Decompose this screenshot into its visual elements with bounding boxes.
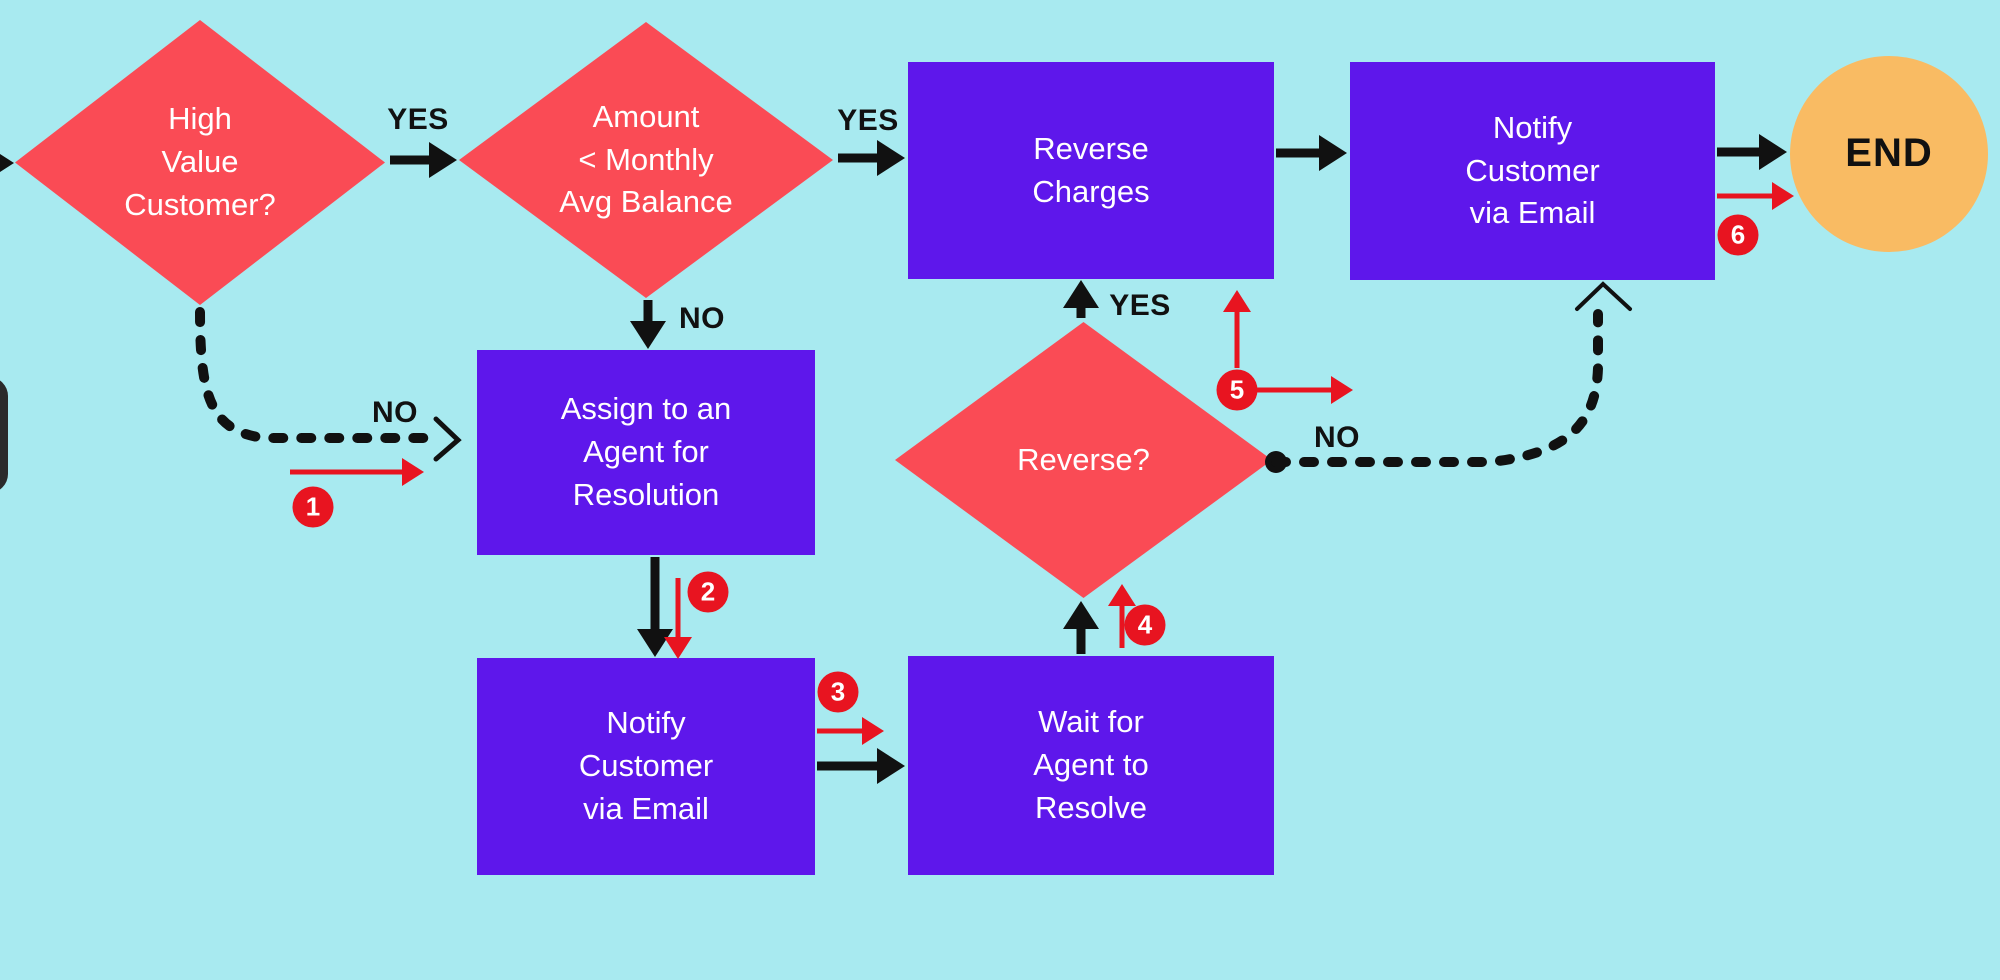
process-assign-agent: Assign to an Agent for Resolution <box>477 350 815 555</box>
decision-amount-monthly-balance: Amount < Monthly Avg Balance <box>459 22 833 298</box>
edge-label-reverse-yes: YES <box>1109 289 1171 322</box>
edge-label-reverse-no: NO <box>1314 421 1360 454</box>
edge-label-d1-yes: YES <box>387 103 449 136</box>
decision-high-value-customer: High Value Customer? <box>15 20 385 305</box>
annotation-marker-3: 3 <box>817 671 859 713</box>
decision-reverse: Reverse? <box>895 322 1272 598</box>
edge-label-d1-no: NO <box>372 396 418 429</box>
terminator-end: END <box>1790 56 1988 252</box>
annotation-marker-6: 6 <box>1717 214 1759 256</box>
edge-label-d2-no: NO <box>679 302 725 335</box>
process-wait-agent: Wait for Agent to Resolve <box>908 656 1274 875</box>
clipped-dark-shape <box>0 377 8 493</box>
annotation-marker-2: 2 <box>687 571 729 613</box>
process-reverse-charges: Reverse Charges <box>908 62 1274 279</box>
dashed-connector-d1-no-arrowhead <box>433 416 462 462</box>
dashed-connector-reverse-no-arrowhead <box>1575 281 1632 311</box>
process-notify-customer-top: Notify Customer via Email <box>1350 62 1715 280</box>
annotation-marker-4: 4 <box>1124 604 1166 646</box>
edge-label-d2-yes: YES <box>837 104 899 137</box>
annotation-marker-5: 5 <box>1216 369 1258 411</box>
annotation-marker-1: 1 <box>292 486 334 528</box>
process-notify-customer-bottom: Notify Customer via Email <box>477 658 815 875</box>
